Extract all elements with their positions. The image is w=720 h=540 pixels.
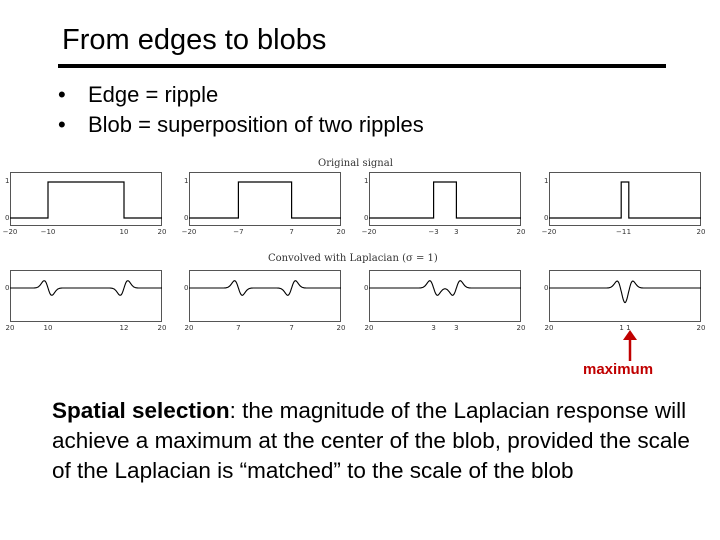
- bullet-text: Blob = superposition of two ripples: [88, 112, 424, 137]
- laplacian-response-plot: [549, 270, 701, 322]
- ytick-zero-label: 0: [364, 214, 369, 222]
- bottom-tick-label: 7: [236, 324, 241, 332]
- bottom-tick-label: 20: [184, 324, 194, 332]
- ytick-high-label: 1: [544, 177, 549, 185]
- panel-frame: [549, 270, 701, 322]
- top-tick-label: −10: [40, 228, 56, 236]
- panel-frame: [10, 270, 162, 322]
- ytick-zero-label: 0: [184, 214, 189, 222]
- response-curve: [10, 280, 162, 296]
- bottom-tick-label: 20: [5, 324, 15, 332]
- bottom-tick-label: 20: [516, 324, 526, 332]
- original-signal-plot: [369, 172, 521, 226]
- response-curve: [549, 280, 701, 304]
- maximum-label: maximum: [583, 361, 654, 378]
- panel-frame: [369, 270, 521, 322]
- signal-line: [549, 181, 701, 219]
- ytick-zero-label: 0: [544, 214, 549, 222]
- title-underline: [58, 64, 666, 68]
- top-tick-label: 20: [516, 228, 526, 236]
- top-tick-label: −1: [616, 228, 627, 236]
- panel-frame: [10, 172, 162, 226]
- ytick-zero-label: 0: [5, 284, 10, 292]
- figure-title-original: Original signal: [318, 158, 393, 169]
- ytick-zero-label: 0: [184, 284, 189, 292]
- ytick-high-label: 1: [184, 177, 189, 185]
- top-tick-label: 1: [626, 228, 632, 236]
- bottom-tick-label: 20: [157, 324, 167, 332]
- top-tick-label: 3: [454, 228, 459, 236]
- top-tick-label: −20: [541, 228, 557, 236]
- response-curve: [369, 280, 521, 296]
- panel-frame: [189, 270, 341, 322]
- original-signal-plot: [189, 172, 341, 226]
- bullet-dot-icon: •: [58, 112, 66, 137]
- bullet-dot-icon: •: [58, 82, 66, 107]
- signal-line: [10, 181, 162, 219]
- bullet-item: • Blob = superposition of two ripples: [58, 110, 424, 140]
- summary-text: Spatial selection: the magnitude of the …: [52, 396, 692, 486]
- bottom-tick-label: 7: [289, 324, 294, 332]
- summary-bold-lead: Spatial selection: [52, 398, 230, 423]
- bottom-tick-label: 20: [336, 324, 346, 332]
- response-curve: [189, 280, 341, 296]
- ytick-high-label: 1: [364, 177, 369, 185]
- top-tick-label: −3: [428, 228, 439, 236]
- top-tick-label: 7: [289, 228, 294, 236]
- signal-line: [369, 181, 521, 219]
- bottom-tick-label: 12: [119, 324, 129, 332]
- bottom-tick-label: 10: [43, 324, 53, 332]
- figure-title-convolved: Convolved with Laplacian (σ = 1): [268, 253, 438, 264]
- top-tick-label: 20: [157, 228, 167, 236]
- ytick-zero-label: 0: [364, 284, 369, 292]
- top-tick-label: 20: [696, 228, 706, 236]
- bullet-item: • Edge = ripple: [58, 80, 424, 110]
- laplacian-response-plot: [189, 270, 341, 322]
- bullet-text: Edge = ripple: [88, 82, 219, 107]
- signal-line: [189, 181, 341, 219]
- ytick-zero-label: 0: [5, 214, 10, 222]
- laplacian-response-plot: [369, 270, 521, 322]
- top-tick-label: 20: [336, 228, 346, 236]
- slide-title: From edges to blobs: [62, 24, 327, 56]
- bullet-list: • Edge = ripple • Blob = superposition of …: [58, 80, 424, 140]
- bottom-tick-label: 20: [696, 324, 706, 332]
- original-signal-plot: [549, 172, 701, 226]
- bottom-tick-label: 1 1: [619, 324, 631, 332]
- top-tick-label: −7: [233, 228, 244, 236]
- panel-frame: [369, 172, 521, 226]
- up-arrow-icon: [623, 330, 637, 361]
- bottom-tick-label: 20: [364, 324, 374, 332]
- top-tick-label: 10: [119, 228, 129, 236]
- ytick-high-label: 1: [5, 177, 10, 185]
- panel-frame: [549, 172, 701, 226]
- top-tick-label: −20: [181, 228, 197, 236]
- summary-rest: : the magnitude of the Laplacian respons…: [52, 398, 690, 483]
- bottom-tick-label: 3: [454, 324, 459, 332]
- ytick-zero-label: 0: [544, 284, 549, 292]
- top-tick-label: −20: [2, 228, 18, 236]
- panel-frame: [189, 172, 341, 226]
- top-tick-label: −20: [361, 228, 377, 236]
- bottom-tick-label: 3: [431, 324, 436, 332]
- bottom-tick-label: 20: [544, 324, 554, 332]
- laplacian-response-plot: [10, 270, 162, 322]
- original-signal-plot: [10, 172, 162, 226]
